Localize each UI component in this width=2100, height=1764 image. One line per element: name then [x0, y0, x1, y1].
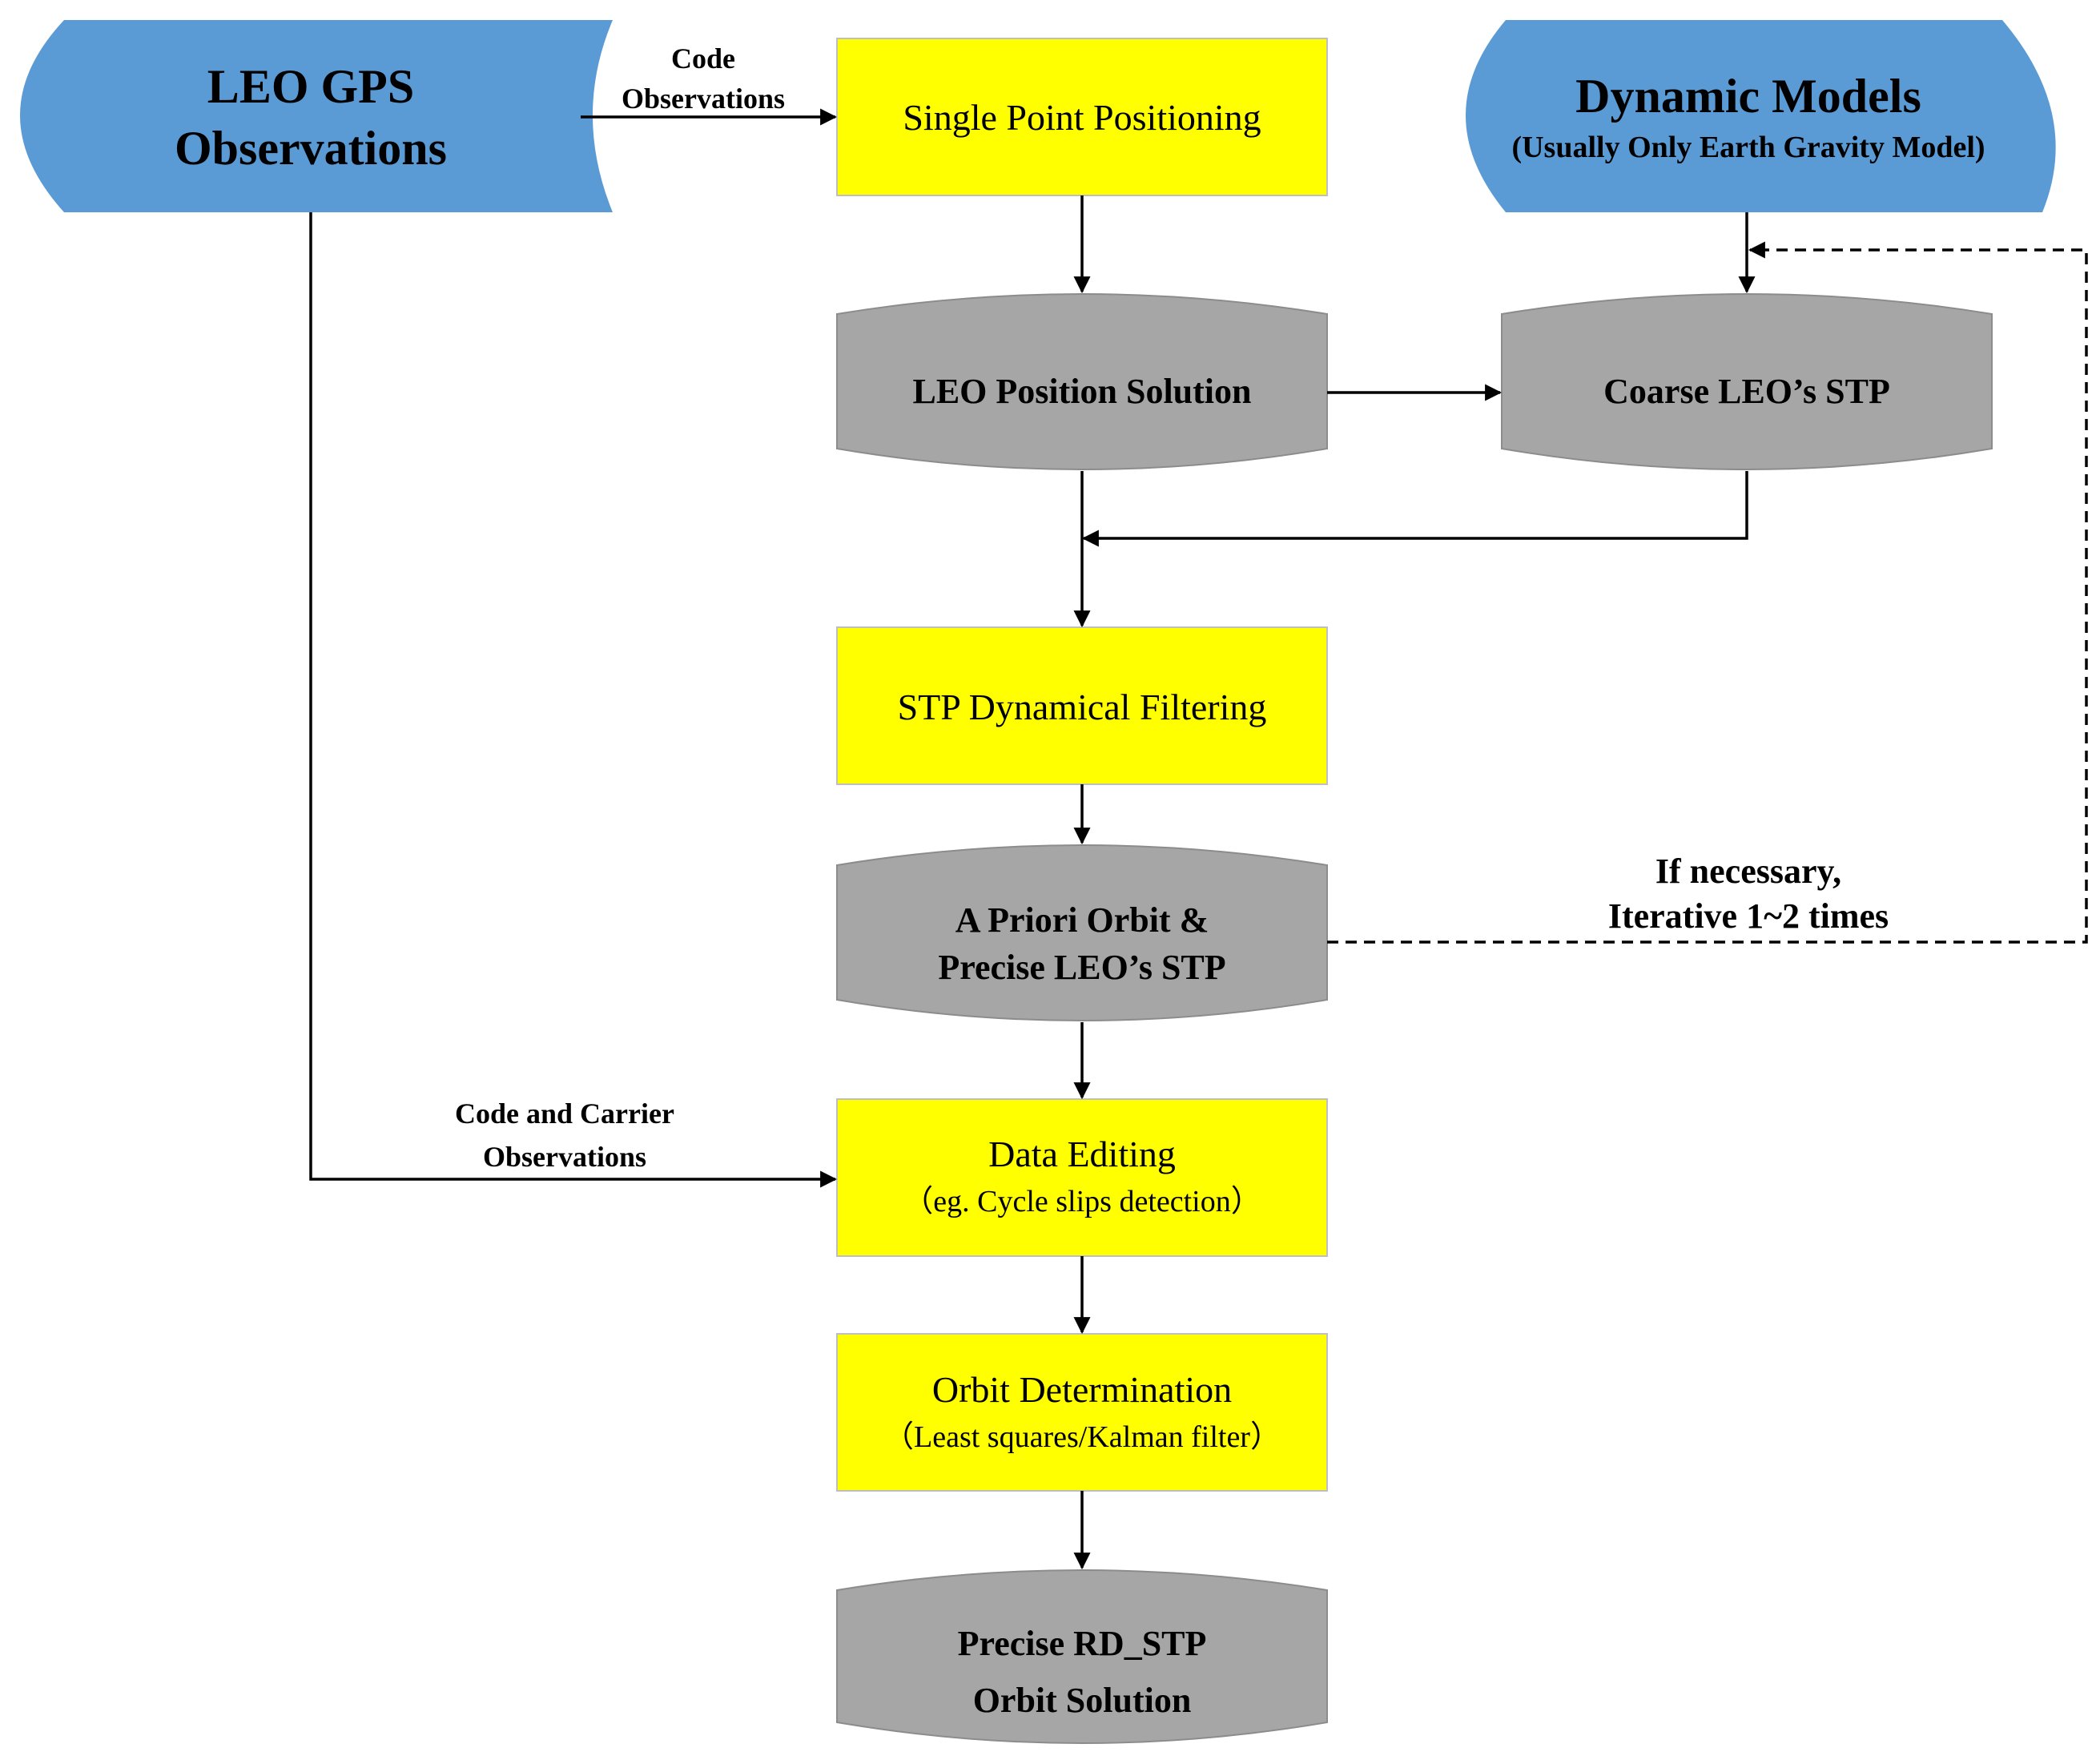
- orbit-determination-box: [836, 1333, 1328, 1492]
- dynamic-models-title: Dynamic Models: [1575, 70, 1921, 123]
- a-priori-orbit-line1: A Priori Orbit &: [955, 900, 1209, 940]
- edge-label-code-line1: Code: [671, 42, 735, 75]
- edge-coarse-return-arrow: [1081, 471, 1748, 547]
- stp-dynamical-filtering-label: STP Dynamical Filtering: [898, 687, 1267, 727]
- orbit-determination-sublabel: （Least squares/Kalman filter）: [883, 1420, 1281, 1454]
- leo-position-solution-label: LEO Position Solution: [912, 372, 1251, 411]
- edge-iterate-dashed-arrow: [1327, 241, 2088, 944]
- precise-rd-stp-line1: Precise RD_STP: [958, 1624, 1207, 1663]
- data-editing-sublabel: （eg. Cycle slips detection）: [903, 1185, 1261, 1218]
- dynamic-models-subtitle: (Usually Only Earth Gravity Model): [1511, 131, 1985, 164]
- single-point-positioning-label: Single Point Positioning: [903, 97, 1261, 138]
- edge-label-code-line2: Observations: [622, 83, 785, 115]
- a-priori-orbit-shape: [836, 844, 1328, 1021]
- orbit-determination-label: Orbit Determination: [932, 1369, 1232, 1410]
- edge-code-carrier-arrow: [309, 212, 838, 1188]
- dynamic-models-shape: [1466, 20, 2056, 212]
- edge-label-code-carrier-line1: Code and Carrier: [455, 1097, 674, 1130]
- data-editing-box: [836, 1098, 1328, 1257]
- leo-gps-observations-shape: [20, 20, 613, 212]
- precise-rd-stp-line2: Orbit Solution: [973, 1681, 1192, 1720]
- leo-gps-title-line2: Observations: [175, 122, 447, 175]
- data-editing-label: Data Editing: [988, 1134, 1176, 1174]
- iterate-note-line2: Iterative 1~2 times: [1608, 896, 1889, 936]
- precise-rd-stp-shape: [836, 1569, 1328, 1744]
- single-point-positioning-box: [836, 38, 1328, 196]
- iterate-note-line1: If necessary,: [1655, 852, 1841, 891]
- leo-gps-title-line1: LEO GPS: [207, 60, 414, 113]
- a-priori-orbit-line2: Precise LEO’s STP: [938, 948, 1225, 987]
- coarse-leo-stp-label: Coarse LEO’s STP: [1603, 372, 1890, 411]
- coarse-leo-stp-shape: [1501, 293, 1993, 470]
- edge-label-code-carrier-line2: Observations: [483, 1141, 646, 1173]
- leo-position-solution-shape: [836, 293, 1328, 470]
